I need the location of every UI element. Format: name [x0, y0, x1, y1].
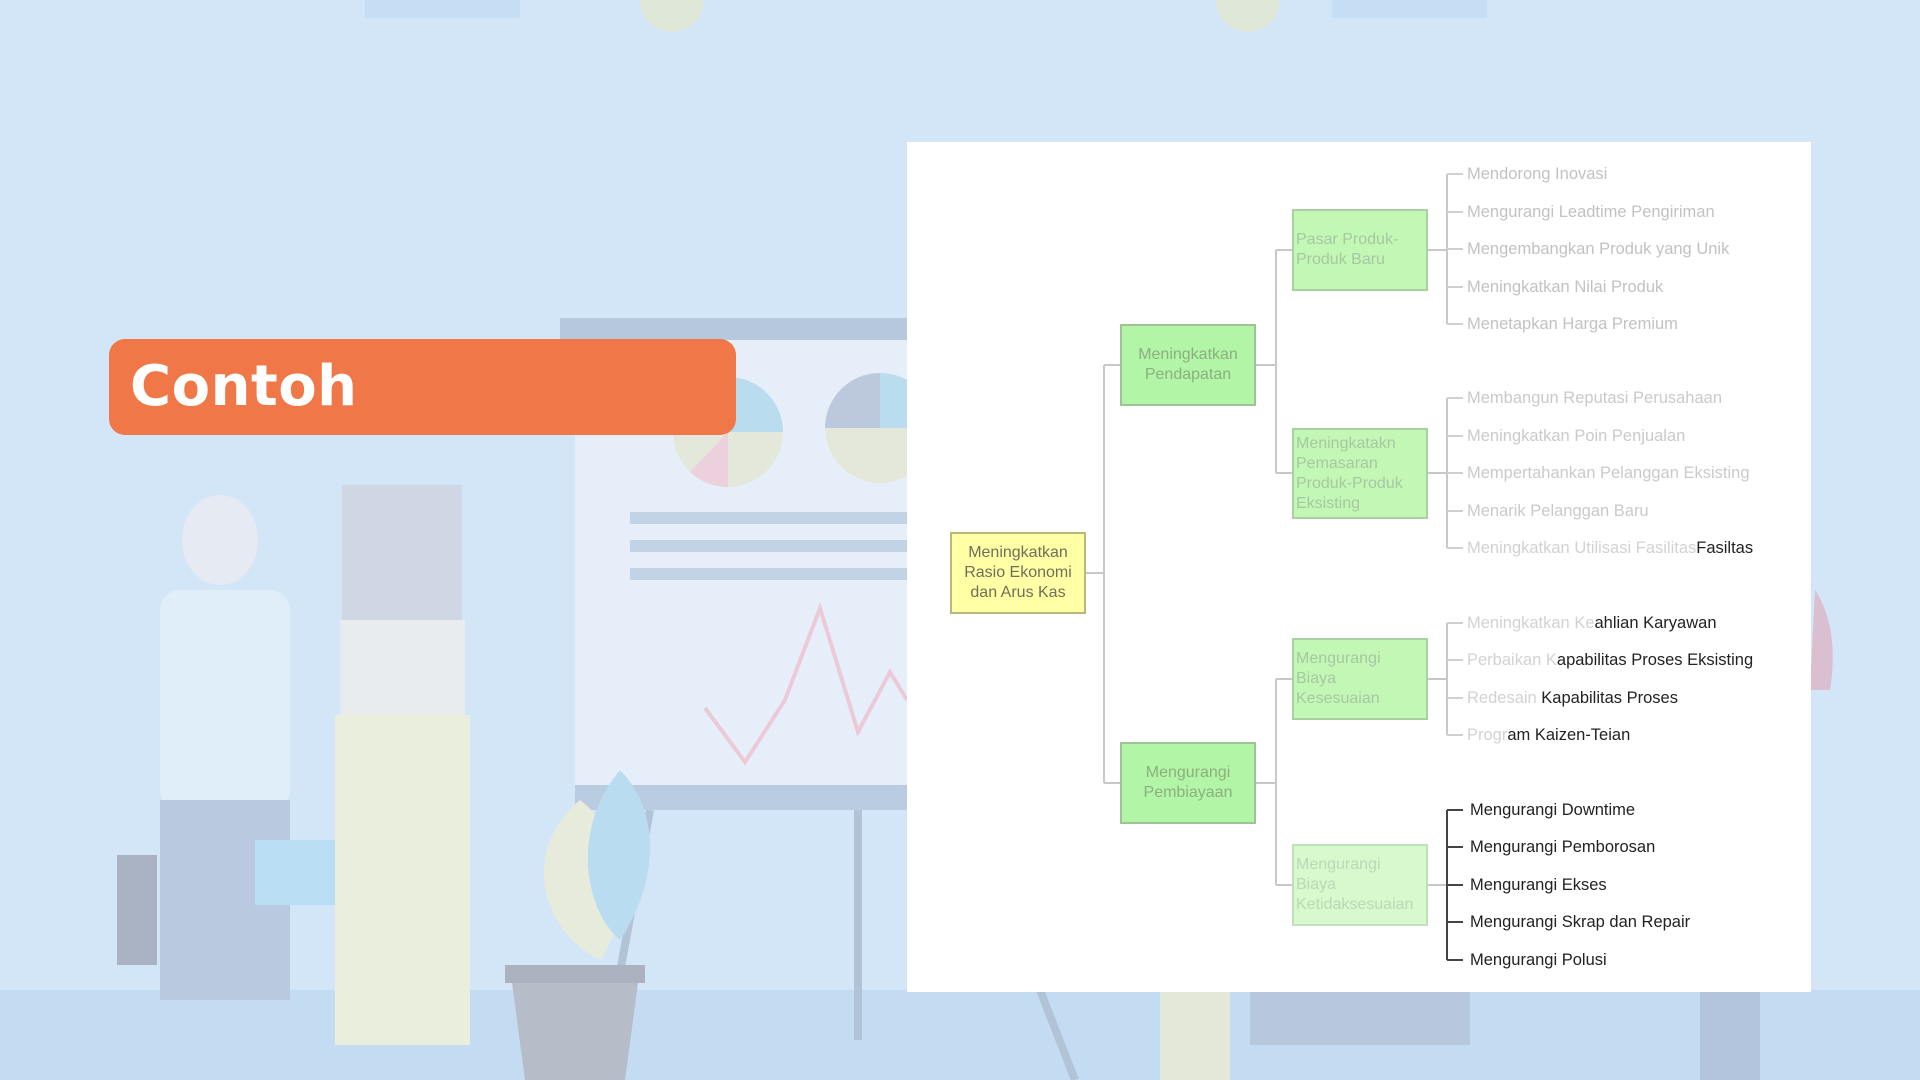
leaf-item: Meningkatkan Utilisasi FasilitasFasiltas: [1467, 539, 1754, 557]
title-banner: [109, 339, 736, 435]
subbranch-node-pemasaran-eksisting: Meningkatakn Pemasaran Produk-Produk Eks…: [1292, 428, 1428, 519]
leaf-item: Meningkatkan Keahlian Karyawan: [1467, 614, 1717, 632]
leaf-item: Mengurangi Downtime: [1470, 801, 1636, 819]
tree-diagram: Meningkatkan Rasio Ekonomi dan Arus Kas …: [907, 142, 1811, 992]
branch-node-mengurangi-pembiayaan: Mengurangi Pembiayaan: [1120, 742, 1256, 824]
subbranch-node-pasar-produk-baru: Pasar Produk-Produk Baru: [1292, 209, 1428, 291]
leaf-item: Mengurangi Skrap dan Repair: [1470, 913, 1691, 931]
leaf-item: Membangun Reputasi Perusahaan: [1467, 389, 1723, 407]
leaf-item: Mengembangkan Produk yang Unik: [1467, 240, 1730, 258]
leaf-item: Program Kaizen-Teian: [1467, 726, 1631, 744]
root-node: Meningkatkan Rasio Ekonomi dan Arus Kas: [950, 532, 1086, 614]
leaf-item: Mempertahankan Pelanggan Eksisting: [1467, 464, 1750, 482]
leaf-item: Mengurangi Polusi: [1470, 951, 1607, 969]
leaf-item: Redesain Kapabilitas Proses: [1467, 689, 1678, 707]
diagram-connectors: [1084, 173, 1463, 961]
branch-node-meningkatkan-pendapatan: Meningkatkan Pendapatan: [1120, 324, 1256, 406]
leaf-item: Mengurangi Pemborosan: [1470, 838, 1656, 856]
slide-title: Contoh: [130, 354, 358, 419]
leaf-item: Mengurangi Ekses: [1470, 876, 1607, 894]
subbranch-node-biaya-ketidaksesuaian: Mengurangi Biaya Ketidaksesuaian: [1292, 844, 1428, 926]
subbranch-node-biaya-kesesuaian: Mengurangi Biaya Kesesuaian: [1292, 638, 1428, 720]
leaf-item: Mengurangi Leadtime Pengiriman: [1467, 203, 1715, 221]
leaf-item: Meningkatkan Nilai Produk: [1467, 278, 1664, 296]
leaf-item: Perbaikan Kapabilitas Proses Eksisting: [1467, 651, 1754, 669]
leaf-item: Mendorong Inovasi: [1467, 165, 1608, 183]
leaf-item: Meningkatkan Poin Penjualan: [1467, 427, 1686, 445]
leaf-item: Menetapkan Harga Premium: [1467, 315, 1678, 333]
leaf-item: Menarik Pelanggan Baru: [1467, 502, 1649, 520]
